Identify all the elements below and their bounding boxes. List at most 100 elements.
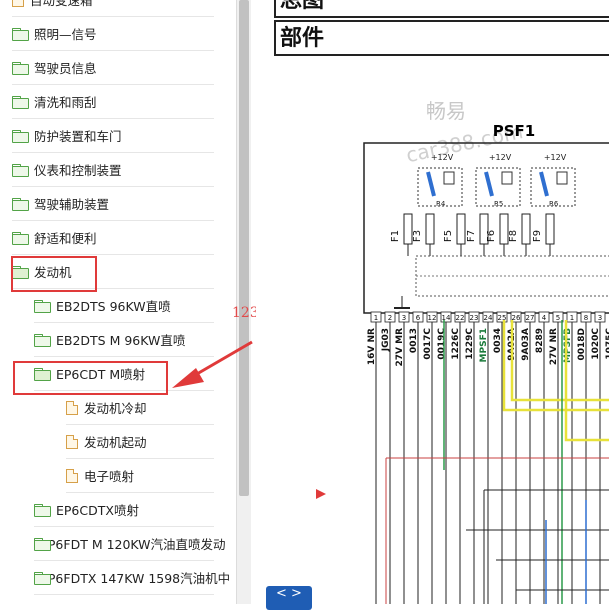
tree-item[interactable]: 防护装置和车门 (12, 119, 214, 153)
pin-number: 5 (556, 314, 560, 322)
voltage-label: +12V (489, 153, 512, 162)
tree-item[interactable]: 清洗和雨刮 (12, 85, 214, 119)
document-icon (66, 434, 78, 449)
fuse (521, 213, 531, 245)
fuse (403, 213, 413, 245)
tree-item-label: 清洗和雨刮 (34, 95, 97, 110)
tree-item[interactable]: EP6FDT M 120KW汽油直喷发动 (34, 527, 226, 561)
tree-item[interactable]: 照明—信号 (12, 17, 214, 51)
tree-item-label: 电子喷射 (84, 469, 135, 484)
page-title: 总图 (280, 0, 325, 13)
tree-item-label: EP6FDTX 147KW 1598汽油机中 (40, 571, 231, 586)
pin-number: 8 (584, 314, 588, 322)
folder-icon (12, 231, 29, 245)
highlight-box-engine (11, 256, 97, 292)
wire-label: 27V NR (549, 328, 559, 365)
fuse (545, 213, 555, 245)
tree-item[interactable]: 驾驶辅助装置 (12, 187, 214, 221)
nav-button[interactable]: < > (266, 586, 312, 610)
folder-icon (12, 61, 29, 75)
tree-item-label: 自动变速箱 (30, 0, 93, 8)
pin-number: 1 (374, 314, 378, 322)
relay-box (475, 167, 521, 207)
title-box-2: 部件 (274, 20, 609, 56)
tree-item-label: EB2DTS 96KW直喷 (56, 299, 171, 314)
relay-label: R6 (549, 200, 559, 208)
folder-icon (12, 27, 29, 41)
pin-number: 2 (388, 314, 392, 322)
tree-item[interactable]: 发动机起动 (66, 425, 214, 459)
tree-item-label: EP6FDT M 120KW汽油直喷发动 (40, 537, 226, 552)
pin-number: 3 (598, 314, 602, 322)
wire-label: 0013 (409, 328, 419, 353)
wire-label: 8289 (535, 328, 545, 353)
relay-coil (484, 171, 494, 197)
pin-number: 27 (526, 314, 535, 322)
wire-label: 0034 (493, 328, 503, 353)
watermark-text: 畅易 (426, 99, 466, 123)
folder-icon (34, 503, 51, 517)
relay-label: R5 (494, 200, 503, 208)
voltage-label: +12V (544, 153, 567, 162)
component-label: PSF1 (493, 122, 535, 140)
tree-item[interactable]: 驾驶员信息 (12, 51, 214, 85)
tree-item[interactable]: EB2DTS M 96KW直喷 (34, 323, 214, 357)
tree-item-label: 发动机 (34, 265, 72, 280)
annotation-arrow (172, 340, 253, 388)
folder-icon (12, 95, 29, 109)
tree-item-label: 防护装置和车门 (34, 129, 122, 144)
relay-contact (501, 171, 513, 185)
tree-item[interactable]: 仪表和控制装置 (12, 153, 214, 187)
wire-label: MPSFB (563, 328, 573, 363)
tree-item-label: 照明—信号 (34, 27, 97, 42)
scrollbar-thumb[interactable] (239, 0, 249, 496)
wire-label: 16V NR (367, 328, 377, 365)
tree-item[interactable]: 发动机冷却 (66, 391, 214, 425)
title-box-1: 总图 (274, 0, 609, 18)
pin-number: 26 (512, 314, 521, 322)
tree-item[interactable]: EP6CDT M喷射 (34, 357, 214, 391)
folder-open-icon (34, 367, 51, 381)
tree-item-label: 驾驶员信息 (34, 61, 97, 76)
pin-number: 24 (484, 314, 493, 322)
wire-label: 1229C (465, 328, 475, 360)
tree-item-partial[interactable]: 自动变速箱 (12, 0, 214, 17)
tree-item[interactable]: EP6FDTX 147KW 1598汽油机中 (34, 561, 230, 595)
tree-item[interactable]: EB2DTS 96KW直喷 (34, 289, 214, 323)
wire-label: 9A03A (521, 328, 531, 361)
wire-label: 0018D (577, 328, 587, 361)
pin-number: 12 (428, 314, 437, 322)
fuse-label: F5 (443, 230, 454, 242)
relay-contact (556, 171, 568, 185)
document-icon (12, 0, 24, 7)
section-title: 部件 (280, 26, 325, 51)
fuse-label: F6 (486, 230, 497, 242)
wire-label: 1226C (451, 328, 461, 360)
tree-item-label: EB2DTS M 96KW直喷 (56, 333, 186, 348)
fuse (456, 213, 466, 245)
fuse-label: F1 (390, 230, 401, 242)
tree-item-label: 仪表和控制装置 (34, 163, 122, 178)
folder-icon (12, 129, 29, 143)
document-icon (66, 400, 78, 415)
wire-label: MPSF1 (479, 328, 489, 362)
pin-number: 23 (470, 314, 479, 322)
tree-item[interactable]: 电子喷射 (66, 459, 214, 493)
tree-item-label: EP6CDTX喷射 (56, 503, 139, 518)
relay-contact (443, 171, 455, 185)
tree-item[interactable]: EP6CDTX喷射 (34, 493, 214, 527)
tree-item[interactable]: 舒适和便利 (12, 221, 214, 255)
tree-scrollbar[interactable] (236, 0, 251, 604)
document-icon (66, 468, 78, 483)
tree-panel: 自动变速箱 照明—信号驾驶员信息清洗和雨刮防护装置和车门仪表和控制装置驾驶辅助装… (0, 0, 236, 604)
wire-label: JG03 (381, 328, 391, 352)
pin-number: 14 (442, 314, 451, 322)
pin-number: 6 (416, 314, 421, 322)
tree-item[interactable]: 发动机 (12, 255, 214, 289)
relay-box (417, 167, 463, 207)
pin-number: 22 (456, 314, 465, 322)
tree-item-label: 舒适和便利 (34, 231, 97, 246)
folder-icon (34, 333, 51, 347)
wire-label: 0019C (437, 328, 447, 360)
